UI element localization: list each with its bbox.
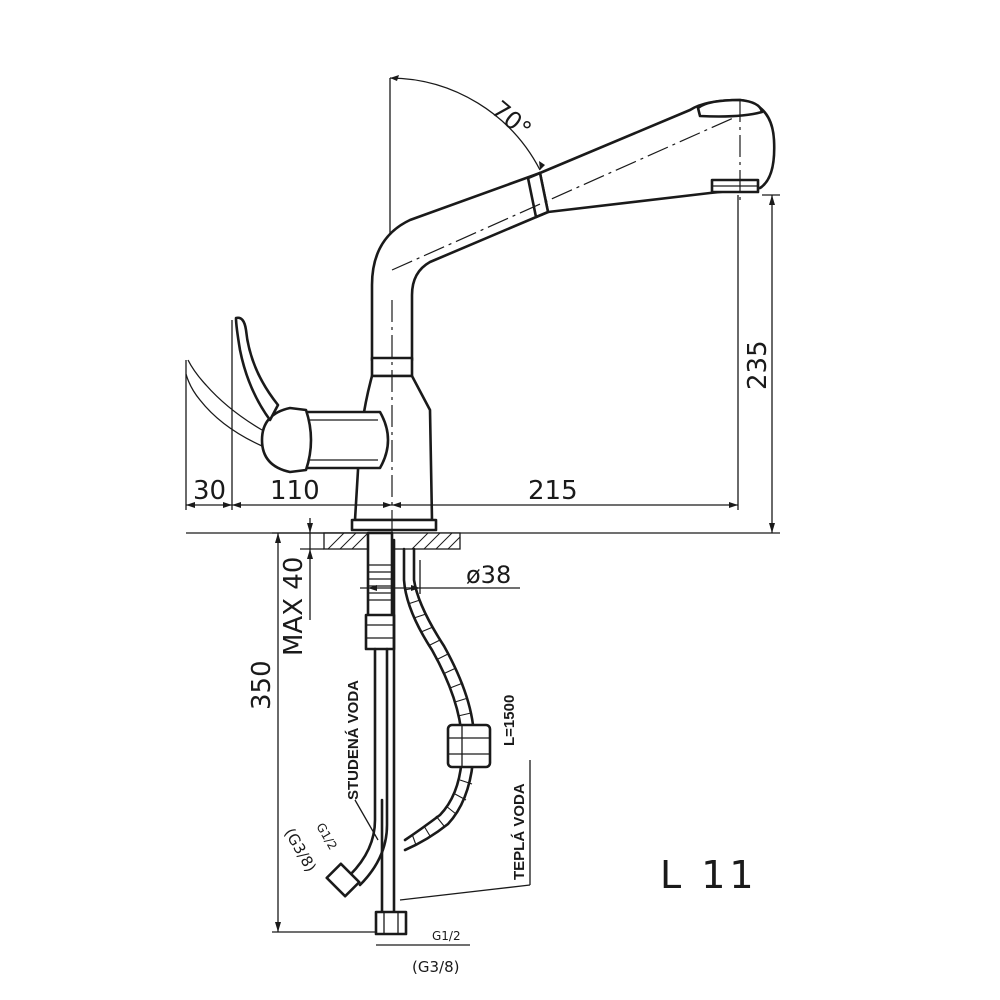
hose-winding — [403, 587, 473, 846]
angle-label: 70° — [486, 95, 537, 144]
dim-30-label: 30 — [193, 476, 226, 506]
countertop-hatch — [327, 532, 461, 550]
dim-arrow — [275, 533, 281, 543]
thread-b-top-label: G1/2 — [432, 929, 461, 943]
lever-tilted-outline — [187, 359, 263, 431]
lever-handle — [234, 316, 280, 422]
thread-a-bottom-label: (G3/8) — [281, 825, 320, 875]
angle-arrow-start — [390, 75, 399, 81]
model-label: L 11 — [660, 853, 758, 897]
dim-arrow — [307, 549, 313, 559]
dim-arrow — [411, 585, 420, 591]
dim-arrow — [392, 502, 401, 508]
cold-water-leader — [354, 799, 379, 841]
cold-fitting — [325, 862, 361, 898]
cold-water-label: STUDENÁ VODA — [345, 680, 362, 800]
spout-centerline — [391, 114, 741, 271]
cold-pipe-left — [348, 647, 377, 877]
dim-arrow — [307, 523, 313, 533]
shank-thread — [368, 564, 392, 601]
lever-tilted-outline — [185, 373, 263, 447]
dim-arrow — [186, 502, 195, 508]
dim-arrow — [769, 195, 775, 205]
dim-arrow — [729, 502, 738, 508]
angle-arrow-end — [539, 161, 545, 170]
spout-ring — [526, 171, 550, 219]
dim-arrow — [769, 523, 775, 533]
hot-water-label: TEPLÁ VODA — [511, 783, 528, 880]
dim-235-label: 235 — [743, 340, 773, 390]
hot-water-leader — [399, 884, 531, 901]
angle-arc — [389, 77, 541, 171]
hot-fitting — [374, 910, 408, 936]
thread-b-bottom-label: (G3/8) — [412, 958, 459, 976]
dim-arrow — [383, 502, 392, 508]
hose-length-label: L=1500 — [501, 695, 518, 746]
dim-arrow — [223, 502, 232, 508]
hose-weight — [446, 723, 492, 769]
thread-a-top-label: G1/2 — [313, 821, 339, 853]
dim-215-label: 215 — [528, 476, 578, 506]
head-button — [696, 98, 764, 118]
dim-arrow — [275, 922, 281, 932]
dim-38-label: ø38 — [466, 561, 511, 589]
dim-110-label: 110 — [270, 476, 320, 506]
dim-arrow — [368, 585, 377, 591]
dim-arrow — [232, 502, 241, 508]
faucet-base — [350, 518, 438, 532]
pipe-nut — [364, 613, 396, 651]
pullout-hose-outer — [402, 547, 464, 842]
dim-max40-label: MAX 40 — [279, 557, 309, 656]
dim-350-label: 350 — [247, 660, 277, 710]
